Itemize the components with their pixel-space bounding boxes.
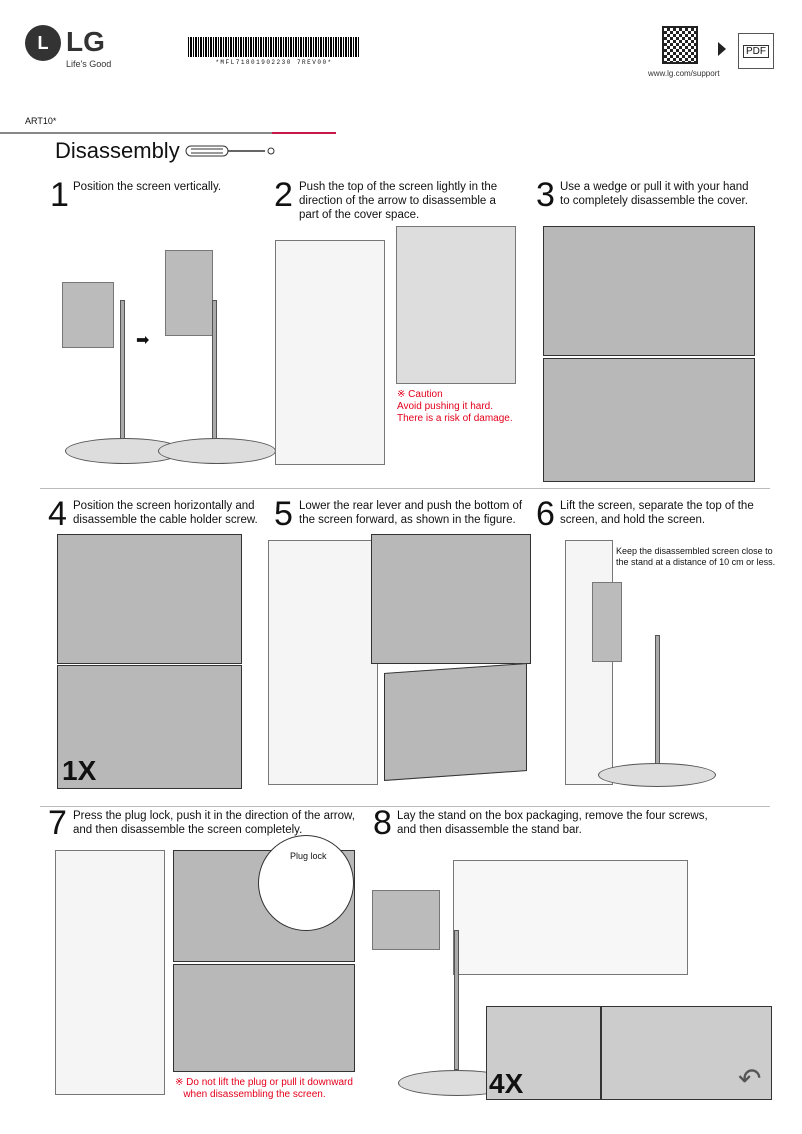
plug-push-illustration xyxy=(173,964,355,1072)
person-hold-illustration xyxy=(565,540,613,785)
step-number: 4 xyxy=(48,495,67,533)
page-turn-icon: ↶ xyxy=(738,1063,762,1094)
stand-illustration xyxy=(120,300,125,440)
monitor-vertical-illustration xyxy=(165,250,213,336)
monitor-illustration xyxy=(62,282,114,348)
held-screen-illustration xyxy=(592,582,622,662)
barcode-text: *MFL71801902230 7REV00* xyxy=(215,59,333,66)
step-text: Position the screen horizontally and dis… xyxy=(73,500,258,526)
stand-illustration xyxy=(212,300,217,440)
lg-logo-text: LG xyxy=(66,26,105,57)
cable-holder-illustration xyxy=(57,534,242,664)
step-number: 3 xyxy=(536,176,555,214)
step-number: 6 xyxy=(536,495,555,533)
step-text: Use a wedge or pull it with your hand to… xyxy=(560,181,749,207)
step-number: 1 xyxy=(50,176,69,214)
lever-detail-illustration xyxy=(371,534,531,664)
divider xyxy=(0,132,272,134)
stand-illustration xyxy=(454,930,459,1070)
screw-count: 4X xyxy=(489,1068,524,1099)
step-number: 5 xyxy=(274,495,293,533)
step-number: 8 xyxy=(373,804,392,842)
caution-text: ※ Caution Avoid pushing it hard. There i… xyxy=(397,389,513,424)
barcode xyxy=(188,37,360,57)
stand-base-illustration xyxy=(598,763,716,787)
cover-removal-illustration xyxy=(543,358,755,482)
step-number: 7 xyxy=(48,804,67,842)
step-text: Lower the rear lever and push the bottom… xyxy=(299,500,523,526)
pdf-label: PDF xyxy=(743,44,769,58)
step-text: Lay the stand on the box packaging, remo… xyxy=(397,810,708,836)
plug-lock-callout xyxy=(258,835,354,931)
person-lever-illustration xyxy=(268,540,378,785)
screws-illustration xyxy=(486,1006,601,1100)
step-number: 2 xyxy=(274,176,293,214)
lg-logo-mark: L xyxy=(25,25,61,61)
person-remove-illustration xyxy=(55,850,165,1095)
arrow-right-icon: ➡ xyxy=(136,332,150,349)
step-text: Lift the screen, separate the top of the… xyxy=(560,500,754,526)
step-text: Position the screen vertically. xyxy=(73,181,222,193)
push-screen-illustration xyxy=(384,663,527,781)
monitor-illustration xyxy=(372,890,440,950)
tagline: Life's Good xyxy=(66,59,112,69)
screw-illustration xyxy=(57,665,242,789)
caution-text: ※ Do not lift the plug or pull it downwa… xyxy=(175,1077,353,1100)
screw-count: 1X xyxy=(62,755,97,786)
stand-base-illustration xyxy=(158,438,276,464)
step-text: Push the top of the screen lightly in th… xyxy=(299,181,498,221)
wedge-illustration xyxy=(543,226,755,356)
pdf-icon: PDF xyxy=(738,33,774,69)
accent-divider xyxy=(272,132,336,134)
plug-lock-label: Plug lock xyxy=(290,851,327,861)
model-number: ART10* xyxy=(25,116,57,126)
row-divider xyxy=(40,488,770,489)
person-push-illustration xyxy=(275,240,385,465)
stand-illustration xyxy=(655,635,660,765)
qr-code-icon xyxy=(662,26,698,64)
step-text: Press the plug lock, push it in the dire… xyxy=(73,810,355,836)
arrow-right-icon xyxy=(718,42,726,56)
row-divider xyxy=(40,806,770,807)
support-url: www.lg.com/support xyxy=(648,69,720,78)
cover-detail-illustration xyxy=(396,226,516,384)
distance-note: Keep the disassembled screen close to th… xyxy=(616,546,776,567)
screwdriver-icon xyxy=(185,145,275,157)
stand-bar-illustration xyxy=(601,1006,772,1100)
box-packaging-illustration xyxy=(453,860,688,975)
page-title: Disassembly xyxy=(55,138,180,163)
